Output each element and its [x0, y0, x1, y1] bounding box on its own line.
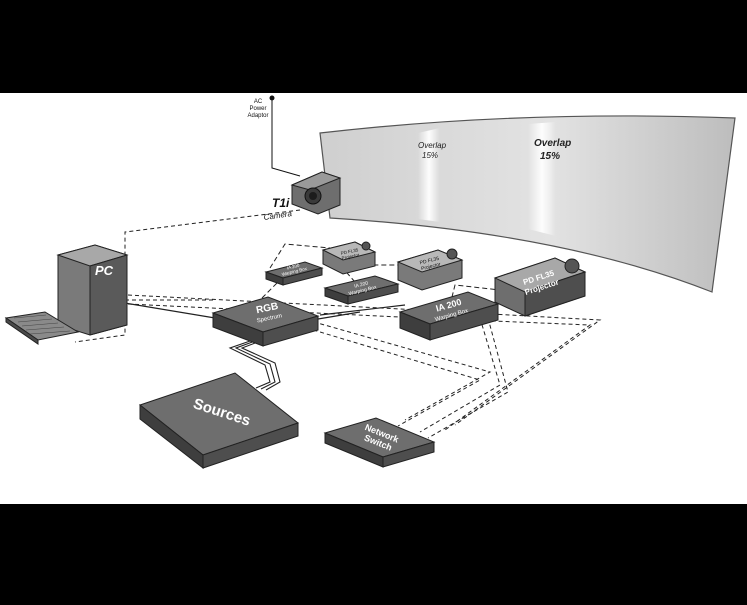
- overlap-zone-1: [418, 128, 440, 222]
- projector-lens-icon: [446, 248, 458, 260]
- camera: T1i Camera: [263, 171, 342, 222]
- projector-2-type: Projector: [421, 261, 442, 272]
- warping-box-large: IA 200 Warping Box: [398, 291, 500, 341]
- rgb-subtitle: Spectrum: [256, 313, 282, 324]
- warp-1-type: Warping Box: [281, 266, 308, 277]
- ac-power-adapter: AC Power Adaptor: [247, 95, 301, 177]
- projector-lens-icon: [361, 241, 371, 251]
- rgb-spectrum-box: RGB Spectrum: [211, 296, 320, 347]
- keyboard-icon: [4, 311, 80, 345]
- network-switch-box: Network Switch: [323, 417, 436, 468]
- sources-box: Sources: [138, 372, 300, 470]
- projector-large: PD FL35 Projector: [493, 257, 587, 317]
- projector-small-2: PD FL35 Projector: [396, 248, 464, 291]
- warp-2-model: IA 200: [354, 280, 369, 289]
- overlap-zone-2: [528, 122, 556, 236]
- rgb-title: RGB: [255, 301, 279, 316]
- warping-box-small-2: IA 200 Warping Box: [323, 275, 400, 305]
- overlap-label-left: Overlap 15%: [418, 141, 447, 160]
- ac-label-line2: Power: [249, 106, 266, 112]
- projection-screen: [319, 115, 736, 293]
- pc-tower: PC: [56, 244, 129, 336]
- overlap-right-value: 15%: [540, 151, 560, 162]
- ac-label-line1: AC: [254, 99, 263, 105]
- overlap-label-right: Overlap 15%: [534, 138, 571, 162]
- warp-1-model: IA 200: [286, 263, 300, 271]
- overlap-right-title: Overlap: [534, 138, 571, 149]
- projector-lens-icon: [564, 258, 580, 274]
- pc-label: PC: [95, 263, 114, 278]
- source-cables: [228, 339, 281, 391]
- camera-model-label: T1i: [272, 196, 290, 210]
- warping-box-small-1: IA 200 Warping Box: [264, 261, 324, 286]
- power-plug-icon: [269, 95, 275, 101]
- projector-1-type: Projector: [341, 252, 360, 261]
- projector-2-model: PD FL35: [419, 256, 440, 267]
- projector-1-model: PD FL35: [340, 247, 359, 256]
- overlap-left-value: 15%: [422, 151, 438, 160]
- ac-label-line3: Adaptor: [247, 113, 268, 119]
- projector-small-1: PD FL35 Projector: [321, 241, 377, 275]
- overlap-left-title: Overlap: [418, 141, 447, 150]
